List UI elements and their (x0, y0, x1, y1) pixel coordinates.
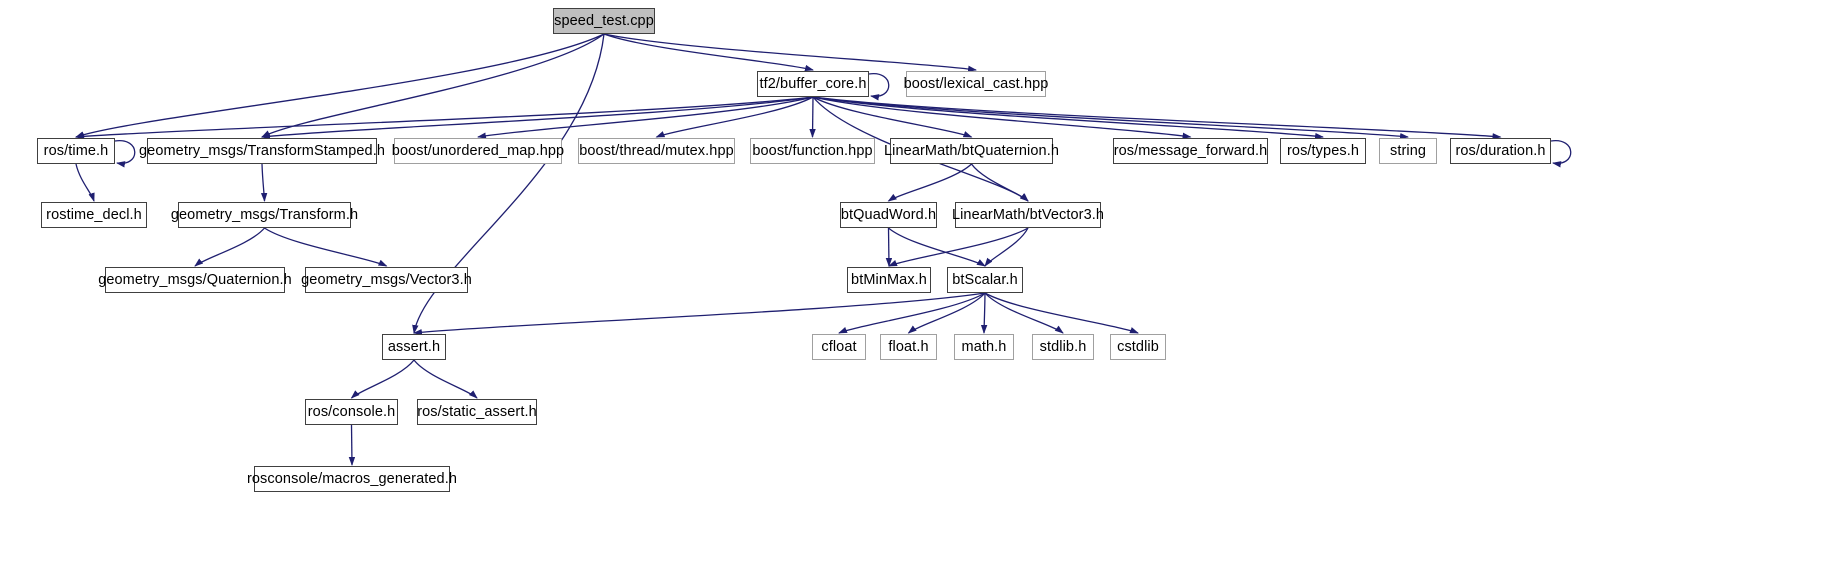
graph-node-gm_transform[interactable]: geometry_msgs/Transform.h (171, 202, 358, 228)
graph-node-label: stdlib.h (1039, 339, 1087, 355)
graph-node-label: btScalar.h (952, 272, 1018, 288)
graph-node-label: rosconsole/macros_generated.h (246, 471, 458, 487)
edge-transform_stamped-to-gm_transform (260, 163, 268, 202)
edge-buffer_core-to-bt_quaternion (812, 96, 973, 138)
graph-node-bt_vector3[interactable]: LinearMath/btVector3.h (951, 202, 1105, 228)
graph-node-label: geometry_msgs/Quaternion.h (98, 272, 292, 288)
graph-node-label: cstdlib (1117, 339, 1159, 355)
graph-node-label: boost/lexical_cast.hpp (903, 76, 1049, 92)
edge-buffer_core-to-ros_types (812, 96, 1324, 140)
graph-node-gm_quaternion[interactable]: geometry_msgs/Quaternion.h (98, 267, 292, 293)
edge-assert_h-to-ros_console (350, 359, 415, 399)
graph-node-label: math.h (961, 339, 1007, 355)
graph-node-label: ros/time.h (43, 143, 109, 159)
graph-node-bt_quaternion[interactable]: LinearMath/btQuaternion.h (884, 138, 1059, 164)
edge-buffer_core-to-ros_duration (812, 96, 1502, 140)
edge-bt_vector3-to-bt_minmax (888, 227, 1029, 267)
graph-node-label: btMinMax.h (851, 272, 927, 288)
edge-buffer_core-to-function_hpp (809, 96, 816, 138)
graph-node-label: boost/unordered_map.hpp (391, 143, 565, 159)
graph-node-lexical_cast[interactable]: boost/lexical_cast.hpp (903, 71, 1049, 97)
graph-node-macros_generated[interactable]: rosconsole/macros_generated.h (247, 466, 457, 492)
edge-buffer_core-to-string (812, 96, 1409, 140)
graph-node-gm_vector3[interactable]: geometry_msgs/Vector3.h (301, 267, 472, 293)
graph-node-label: float.h (888, 339, 929, 355)
edge-bt_quadword-to-bt_scalar (888, 227, 986, 267)
edge-bt_quadword-to-bt_minmax (885, 227, 893, 267)
graph-node-label: LinearMath/btQuaternion.h (884, 143, 1059, 159)
edge-bt_scalar-to-float_h (907, 292, 986, 334)
graph-node-static_assert[interactable]: ros/static_assert.h (417, 399, 537, 425)
edge-bt_vector3-to-bt_scalar (984, 227, 1029, 267)
edge-bt_quaternion-to-bt_vector3 (970, 163, 1029, 202)
graph-node-float_h[interactable]: float.h (880, 334, 937, 360)
graph-node-rostime_decl[interactable]: rostime_decl.h (41, 202, 147, 228)
edge-assert_h-to-static_assert (413, 359, 478, 399)
graph-node-ros_duration[interactable]: ros/duration.h (1450, 138, 1551, 164)
graph-node-label: btQuadWord.h (840, 207, 937, 223)
graph-node-label: cfloat (821, 339, 857, 355)
graph-node-label: ros/duration.h (1455, 143, 1546, 159)
edge-ros_time-to-rostime_decl (75, 163, 95, 202)
graph-node-thread_mutex[interactable]: boost/thread/mutex.hpp (578, 138, 735, 164)
graph-node-unordered_map[interactable]: boost/unordered_map.hpp (391, 138, 565, 164)
edge-speed_test-to-lexical_cast (603, 33, 977, 73)
edge-buffer_core-to-unordered_map (477, 96, 814, 139)
graph-node-function_hpp[interactable]: boost/function.hpp (750, 138, 875, 164)
graph-node-buffer_core[interactable]: tf2/buffer_core.h (757, 71, 869, 97)
graph-node-bt_scalar[interactable]: btScalar.h (947, 267, 1023, 293)
edge-gm_transform-to-gm_vector3 (264, 227, 388, 267)
edge-ros_time-to-ros_time (114, 140, 136, 168)
graph-node-label: ros/static_assert.h (417, 404, 537, 420)
graph-node-label: ros/console.h (307, 404, 396, 420)
graph-node-cstdlib[interactable]: cstdlib (1110, 334, 1166, 360)
graph-node-message_forward[interactable]: ros/message_forward.h (1113, 138, 1268, 164)
graph-node-label: assert.h (387, 339, 441, 355)
graph-node-assert_h[interactable]: assert.h (382, 334, 446, 360)
graph-node-label: speed_test.cpp (554, 13, 654, 29)
graph-node-string[interactable]: string (1379, 138, 1437, 164)
graph-node-label: string (1389, 143, 1427, 159)
edge-buffer_core-to-message_forward (812, 96, 1192, 139)
graph-node-ros_time[interactable]: ros/time.h (37, 138, 115, 164)
graph-node-cfloat[interactable]: cfloat (812, 334, 866, 360)
edge-bt_scalar-to-stdlib_h (984, 292, 1064, 334)
edge-ros_duration-to-ros_duration (1550, 140, 1572, 168)
edge-bt_scalar-to-cfloat (838, 292, 986, 334)
graph-node-speed_test[interactable]: speed_test.cpp (553, 8, 655, 34)
edge-speed_test-to-ros_time (75, 33, 605, 138)
graph-node-label: rostime_decl.h (46, 207, 142, 223)
edge-bt_scalar-to-math_h (980, 292, 988, 334)
graph-node-math_h[interactable]: math.h (954, 334, 1014, 360)
edge-buffer_core-to-ros_time (75, 96, 814, 140)
graph-node-ros_types[interactable]: ros/types.h (1280, 138, 1366, 164)
graph-node-ros_console[interactable]: ros/console.h (305, 399, 398, 425)
edge-bt_scalar-to-cstdlib (984, 292, 1139, 334)
graph-node-label: ros/message_forward.h (1113, 143, 1268, 159)
graph-node-label: geometry_msgs/Transform.h (170, 207, 359, 223)
graph-node-label: LinearMath/btVector3.h (951, 207, 1105, 223)
graph-node-label: ros/types.h (1286, 143, 1360, 159)
edge-buffer_core-to-transform_stamped (261, 96, 814, 140)
graph-node-transform_stamped[interactable]: geometry_msgs/TransformStamped.h (139, 138, 385, 164)
edge-buffer_core-to-thread_mutex (655, 96, 814, 138)
edge-gm_transform-to-gm_quaternion (194, 227, 265, 267)
graph-node-stdlib_h[interactable]: stdlib.h (1032, 334, 1094, 360)
graph-node-label: boost/thread/mutex.hpp (579, 143, 734, 159)
graph-node-label: boost/function.hpp (752, 143, 873, 159)
edge-speed_test-to-transform_stamped (261, 33, 605, 138)
edge-bt_scalar-to-assert_h (413, 292, 986, 336)
graph-node-label: geometry_msgs/TransformStamped.h (138, 143, 386, 159)
graph-node-bt_quadword[interactable]: btQuadWord.h (840, 202, 937, 228)
edge-ros_console-to-macros_generated (348, 424, 356, 466)
graph-node-bt_minmax[interactable]: btMinMax.h (847, 267, 931, 293)
graph-node-label: tf2/buffer_core.h (759, 76, 867, 92)
edge-speed_test-to-buffer_core (603, 33, 814, 72)
graph-node-label: geometry_msgs/Vector3.h (301, 272, 472, 288)
edge-buffer_core-to-buffer_core (868, 73, 890, 101)
edge-bt_quaternion-to-bt_quadword (887, 163, 972, 202)
